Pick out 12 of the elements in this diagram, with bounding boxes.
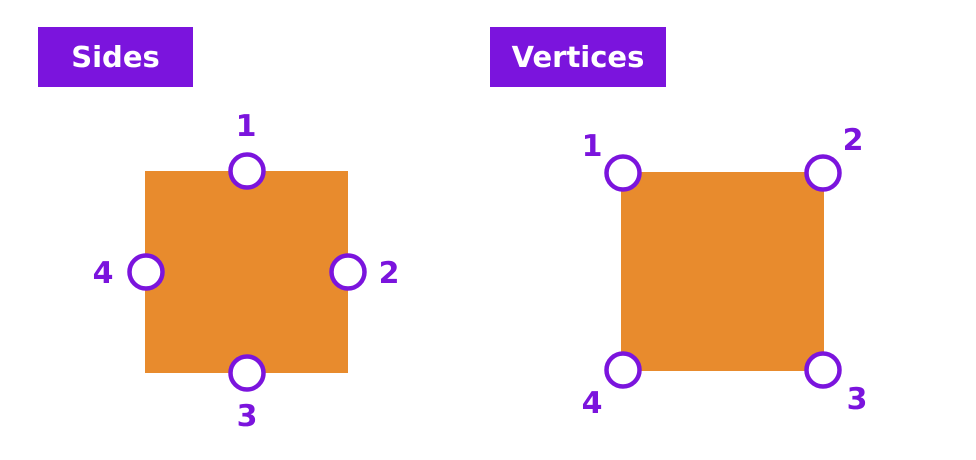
- callout-number: 3: [846, 385, 868, 415]
- heading-banner: Vertices: [490, 27, 666, 87]
- callout-number: 1: [236, 112, 256, 142]
- callout-number: 2: [378, 259, 400, 289]
- callout-number: 1: [582, 132, 602, 162]
- heading-banner: Sides: [38, 27, 193, 87]
- callout-number: 4: [582, 389, 602, 419]
- callout-number: 4: [92, 259, 114, 289]
- square: [145, 171, 348, 373]
- callout-number: 2: [842, 126, 864, 156]
- square: [621, 172, 824, 371]
- callout-number: 3: [236, 402, 258, 432]
